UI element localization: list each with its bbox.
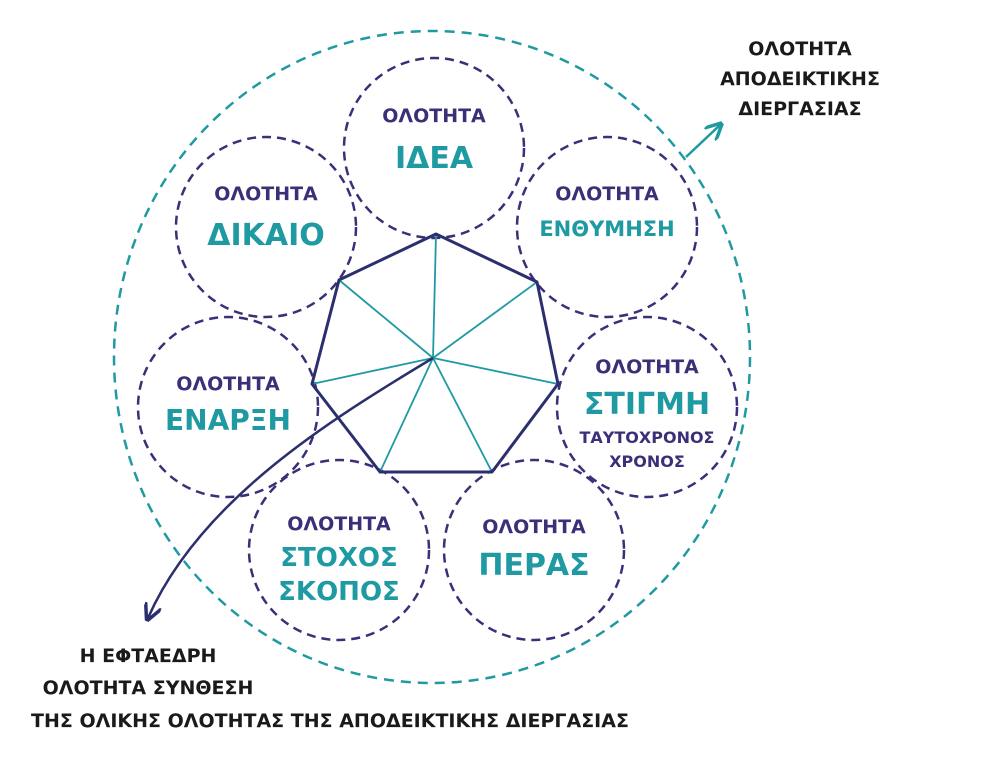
circle-peras	[442, 458, 626, 642]
heptagon	[310, 232, 560, 474]
circle-dikaio-main: ΔΙΚΑΙΟ	[207, 218, 325, 253]
circle-stoxos-main-2: ΣΚΟΠΟΣ	[278, 577, 400, 607]
circle-enthymisi	[515, 135, 699, 319]
bottom-label-line-1: Η ΕΦΤΑΕΔΡΗ	[80, 645, 217, 667]
outer-label: ΟΛΟΤΗΤΑ ΑΠΟΔΕΙΚΤΙΚΗΣ ΔΙΕΡΓΑΣΙΑΣ	[720, 38, 880, 120]
circle-dikaio-label: ΟΛΟΤΗΤΑ ΔΙΚΑΙΟ	[207, 183, 325, 253]
bottom-label-arrow	[148, 356, 434, 618]
circle-enarxi	[136, 315, 320, 499]
circle-peras-main: ΠΕΡΑΣ	[478, 548, 589, 583]
circles-group	[136, 56, 739, 642]
circle-stoxos-title: ΟΛΟΤΗΤΑ	[287, 513, 391, 535]
outer-label-line-1: ΟΛΟΤΗΤΑ	[748, 38, 852, 60]
circle-idea	[342, 56, 526, 240]
circle-stigmi-title: ΟΛΟΤΗΤΑ	[595, 356, 699, 378]
circle-stigmi-sub-1: ΤΑΥΤΟΧΡΟΝΟΣ	[580, 428, 715, 447]
circle-stoxos-main-1: ΣΤΟΧΟΣ	[280, 543, 398, 573]
circle-peras-label: ΟΛΟΤΗΤΑ ΠΕΡΑΣ	[478, 516, 589, 583]
heptagon-spokes	[311, 233, 559, 473]
circle-enarxi-label: ΟΛΟΤΗΤΑ ΕΝΑΡΞΗ	[165, 373, 291, 437]
outer-ellipse	[112, 29, 752, 685]
circle-stoxos-label: ΟΛΟΤΗΤΑ ΣΤΟΧΟΣ ΣΚΟΠΟΣ	[278, 513, 400, 607]
circle-idea-main: ΙΔΕΑ	[395, 141, 474, 176]
bottom-label: Η ΕΦΤΑΕΔΡΗ ΟΛΟΤΗΤΑ ΣΥΝΘΕΣΗ ΤΗΣ ΟΛΙΚΗΣ ΟΛ…	[31, 645, 629, 732]
bottom-label-line-3: ΤΗΣ ΟΛΙΚΗΣ ΟΛΟΤΗΤΑΣ ΤΗΣ ΑΠΟΔΕΙΚΤΙΚΗΣ ΔΙΕ…	[31, 710, 629, 732]
circle-dikaio-title: ΟΛΟΤΗΤΑ	[214, 183, 318, 205]
circle-idea-title: ΟΛΟΤΗΤΑ	[382, 105, 486, 127]
bottom-label-line-2: ΟΛΟΤΗΤΑ ΣΥΝΘΕΣΗ	[43, 677, 254, 699]
circle-enthymisi-main: ΕΝΘΥΜΗΣΗ	[539, 217, 674, 241]
outer-label-line-3: ΔΙΕΡΓΑΣΙΑΣ	[738, 98, 861, 120]
outer-label-line-2: ΑΠΟΔΕΙΚΤΙΚΗΣ	[720, 68, 880, 90]
circle-enthymisi-label: ΟΛΟΤΗΤΑ ΕΝΘΥΜΗΣΗ	[539, 183, 674, 241]
outer-label-arrow	[685, 125, 720, 158]
circle-enarxi-title: ΟΛΟΤΗΤΑ	[176, 373, 280, 395]
circle-enthymisi-title: ΟΛΟΤΗΤΑ	[555, 183, 659, 205]
circle-dikaio	[174, 135, 358, 319]
circle-stoxos	[247, 458, 431, 642]
circle-peras-title: ΟΛΟΤΗΤΑ	[482, 516, 586, 538]
circle-idea-label: ΟΛΟΤΗΤΑ ΙΔΕΑ	[382, 105, 486, 176]
circle-stigmi-label: ΟΛΟΤΗΤΑ ΣΤΙΓΜΗ ΤΑΥΤΟΧΡΟΝΟΣ ΧΡΟΝΟΣ	[580, 356, 715, 471]
circle-stigmi	[555, 315, 739, 499]
circle-enarxi-main: ΕΝΑΡΞΗ	[165, 404, 291, 437]
circle-stigmi-main: ΣΤΙΓΜΗ	[584, 387, 710, 422]
circle-stigmi-sub-2: ΧΡΟΝΟΣ	[609, 452, 685, 471]
